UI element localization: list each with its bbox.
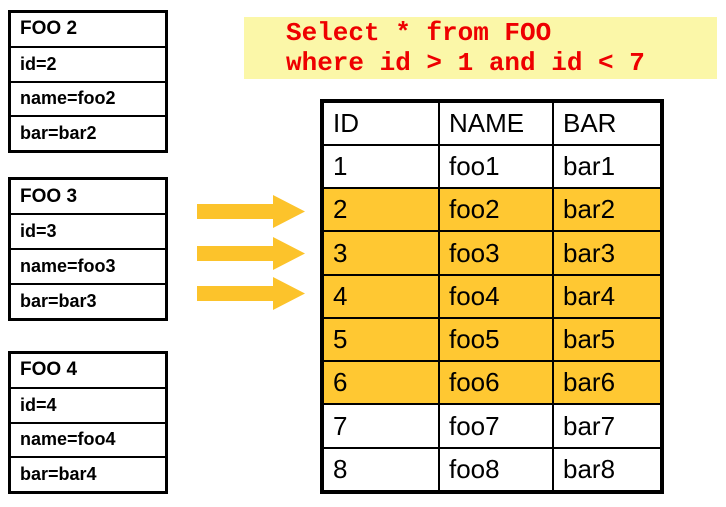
arrow-right-icon — [197, 237, 305, 270]
cell-name: foo8 — [438, 446, 554, 494]
record-field-name: name=foo4 — [11, 421, 165, 457]
table-row-highlighted: 4 foo4 bar4 — [321, 273, 663, 319]
record-field-id: id=4 — [11, 386, 165, 422]
record-card-foo2: FOO 2 id=2 name=foo2 bar=bar2 — [8, 10, 168, 153]
cell-id: 8 — [321, 446, 440, 494]
cell-id: 5 — [321, 316, 440, 363]
arrow-right-icon — [197, 195, 305, 228]
table-row-highlighted: 5 foo5 bar5 — [321, 316, 663, 363]
cell-name: foo7 — [438, 403, 554, 449]
cell-name: foo3 — [438, 230, 554, 276]
cell-name: foo2 — [438, 187, 554, 233]
record-card-foo4: FOO 4 id=4 name=foo4 bar=bar4 — [8, 351, 168, 494]
cell-bar: bar4 — [552, 273, 663, 319]
record-field-bar: bar=bar3 — [11, 283, 165, 318]
cell-id: 6 — [321, 360, 440, 406]
record-title: FOO 3 — [20, 185, 78, 207]
record-title: FOO 4 — [20, 359, 78, 381]
cell-bar: bar2 — [552, 187, 663, 233]
column-header-name: NAME — [438, 100, 554, 146]
record-field-bar: bar=bar2 — [11, 115, 165, 150]
cell-id: 2 — [321, 187, 440, 233]
cell-id: 1 — [321, 143, 440, 190]
record-field-id: id=2 — [11, 45, 165, 81]
table-row: 1 foo1 bar1 — [321, 143, 663, 190]
record-field-id: id=3 — [11, 213, 165, 248]
table-header-row: ID NAME BAR — [321, 100, 663, 146]
table-row: 8 foo8 bar8 — [321, 446, 663, 494]
cell-bar: bar3 — [552, 230, 663, 276]
cell-bar: bar5 — [552, 316, 663, 363]
record-card-foo3: FOO 3 id=3 name=foo3 bar=bar3 — [8, 177, 168, 321]
record-title: FOO 2 — [20, 18, 78, 40]
sql-query-banner: Select * from FOO where id > 1 and id < … — [244, 17, 717, 79]
table-row-highlighted: 2 foo2 bar2 — [321, 187, 663, 233]
cell-bar: bar8 — [552, 446, 663, 494]
record-field-name: name=foo3 — [11, 248, 165, 283]
cell-name: foo5 — [438, 316, 554, 363]
arrow-right-icon — [197, 277, 305, 310]
cell-id: 3 — [321, 230, 440, 276]
cell-bar: bar7 — [552, 403, 663, 449]
table-row: 7 foo7 bar7 — [321, 403, 663, 449]
record-field-name: name=foo2 — [11, 80, 165, 116]
column-header-id: ID — [321, 100, 440, 146]
cell-id: 4 — [321, 273, 440, 319]
cell-id: 7 — [321, 403, 440, 449]
result-table: ID NAME BAR 1 foo1 bar1 2 foo2 bar2 3 fo… — [320, 99, 664, 494]
cell-name: foo6 — [438, 360, 554, 406]
column-header-bar: BAR — [552, 100, 663, 146]
cell-name: foo1 — [438, 143, 554, 190]
cell-bar: bar1 — [552, 143, 663, 190]
record-field-bar: bar=bar4 — [11, 456, 165, 491]
cell-bar: bar6 — [552, 360, 663, 406]
table-row-highlighted: 6 foo6 bar6 — [321, 360, 663, 406]
cell-name: foo4 — [438, 273, 554, 319]
sql-query-line2: where id > 1 and id < 7 — [286, 48, 645, 78]
table-row-highlighted: 3 foo3 bar3 — [321, 230, 663, 276]
sql-query-line1: Select * from FOO — [286, 18, 552, 48]
